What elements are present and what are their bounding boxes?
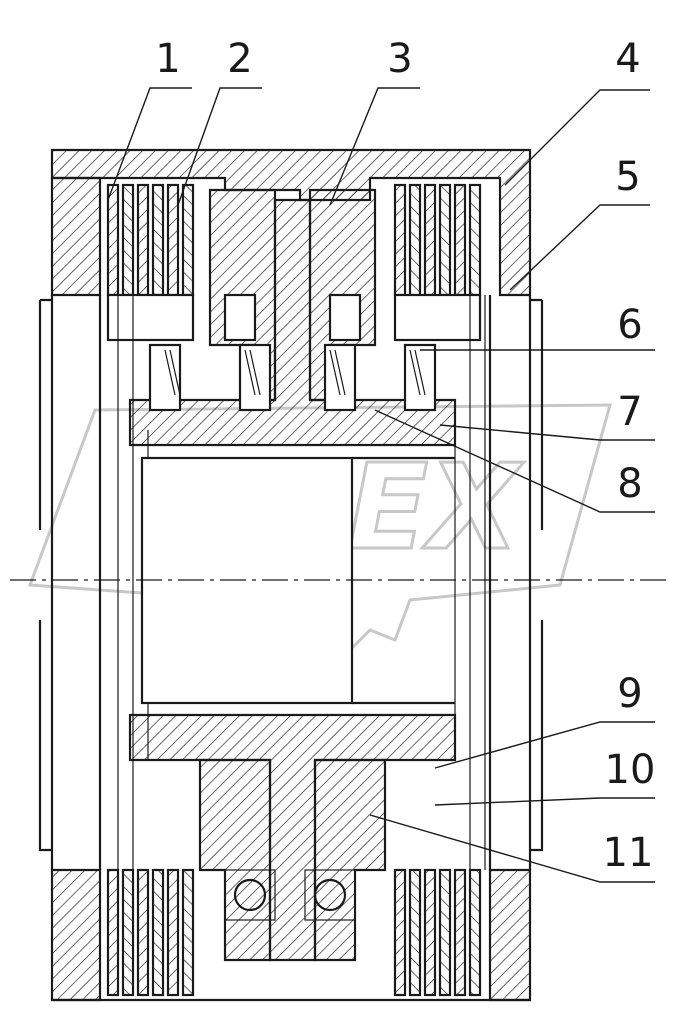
- callout-label-11: 11: [603, 830, 654, 876]
- callout-label-9: 9: [617, 671, 642, 717]
- leader-lines: [107, 87, 655, 883]
- callout-label-10: 10: [605, 747, 656, 793]
- disc-pack-top-right: [393, 183, 482, 342]
- piston-bottom-right: [313, 758, 387, 962]
- disc-pack-bottom-left: [106, 868, 195, 997]
- callout-label-4: 4: [615, 36, 640, 82]
- callout-labels: 1 2 3 4 5 6 7 8 9 10 11: [155, 36, 655, 876]
- callout-label-2: 2: [227, 36, 252, 82]
- disc-separator-lines: [117, 295, 486, 870]
- callout-label-7: 7: [617, 389, 642, 435]
- disc-pack-bottom-right: [393, 868, 482, 997]
- piston-bottom-left: [198, 758, 272, 962]
- callout-label-5: 5: [615, 154, 640, 200]
- disc-pack-top-left: [106, 183, 195, 342]
- callout-label-3: 3: [387, 36, 412, 82]
- outer-drum: [38, 148, 544, 1002]
- callout-label-6: 6: [617, 302, 642, 348]
- callout-label-1: 1: [155, 36, 180, 82]
- callout-label-8: 8: [617, 461, 642, 507]
- return-springs-top: [148, 343, 437, 412]
